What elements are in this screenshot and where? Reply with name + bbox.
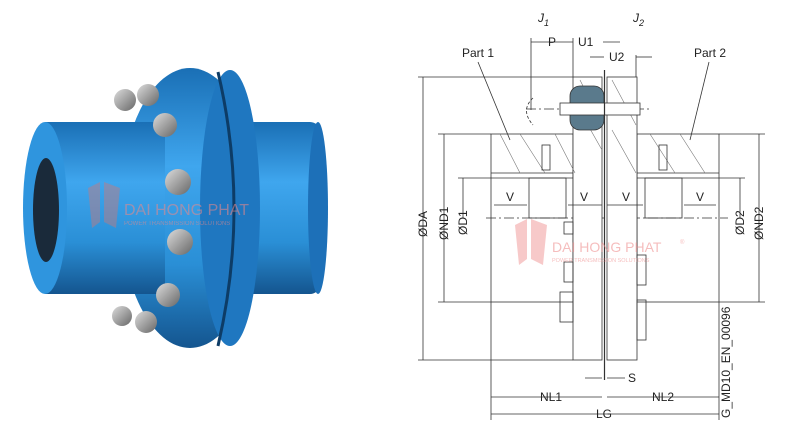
label-part2: Part 2 xyxy=(694,46,726,60)
right-hub xyxy=(240,122,320,294)
watermark-logo-right: DAI HONG PHAT ® POWER TRANSMISSION SOLUT… xyxy=(515,219,685,265)
label-j2: J2 xyxy=(632,11,644,28)
label-d2: ØD2 xyxy=(733,210,747,235)
bolts-lower xyxy=(559,221,647,341)
label-j1: J1 xyxy=(537,11,549,28)
hub-part1 xyxy=(490,133,574,303)
dimension-lines xyxy=(418,38,765,420)
label-v: V xyxy=(622,190,630,204)
watermark-logo-left: DAI HONG PHAT POWER TRANSMISSION SOLUTIO… xyxy=(88,182,249,228)
drawing-code: G_MD10_EN_00096 xyxy=(719,306,733,418)
label-u2: U2 xyxy=(609,50,625,64)
label-d1: ØD1 xyxy=(456,210,470,235)
svg-text:POWER TRANSMISSION SOLUTIONS: POWER TRANSMISSION SOLUTIONS xyxy=(124,221,230,227)
bore xyxy=(33,158,59,262)
svg-text:POWER TRANSMISSION SOLUTIONS: POWER TRANSMISSION SOLUTIONS xyxy=(552,258,650,264)
label-nl2: NL2 xyxy=(652,390,674,404)
svg-text:DAI HONG PHAT: DAI HONG PHAT xyxy=(552,239,662,255)
svg-text:DAI HONG PHAT: DAI HONG PHAT xyxy=(124,202,249,219)
bolts xyxy=(112,84,193,333)
label-v: V xyxy=(506,190,514,204)
flange-2 xyxy=(606,76,638,361)
label-v: V xyxy=(696,190,704,204)
label-v: V xyxy=(580,190,588,204)
label-u1: U1 xyxy=(578,35,594,49)
label-lg: LG xyxy=(596,407,612,421)
label-s: S xyxy=(628,371,636,385)
label-da: ØDA xyxy=(416,211,430,237)
label-p: P xyxy=(548,35,556,49)
svg-text:®: ® xyxy=(680,239,685,246)
label-nd2: ØND2 xyxy=(752,206,766,240)
label-nd1: ØND1 xyxy=(437,206,451,240)
label-nl1: NL1 xyxy=(540,390,562,404)
label-part1: Part 1 xyxy=(462,46,494,60)
